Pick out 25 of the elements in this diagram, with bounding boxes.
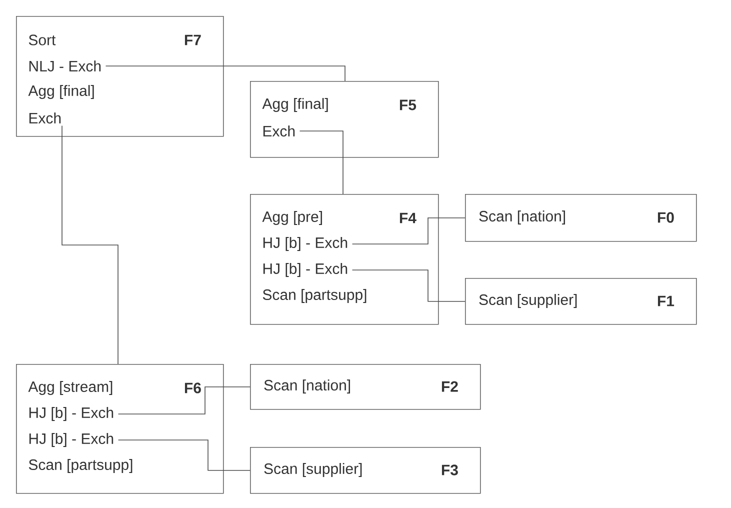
operator-text: Agg [final] <box>28 85 94 99</box>
connector-line <box>105 66 346 82</box>
connector-line <box>118 440 250 471</box>
operator-text: Exch <box>29 112 61 124</box>
operator-text: Agg [pre] <box>262 211 322 225</box>
connector-line <box>62 125 118 364</box>
operator-text: Scan [partsupp] <box>262 289 366 303</box>
operator-text: Agg [stream] <box>28 381 112 395</box>
connector-line <box>118 386 250 414</box>
fragment-box: Scan [nation] F0 <box>465 194 697 242</box>
connector-line <box>352 270 466 302</box>
connector-line <box>352 218 466 244</box>
operator-text: HJ [b] - Exch <box>263 237 348 251</box>
fragment-box: Scan [supplier] F3 <box>250 447 481 494</box>
operator-text: HJ [b] - Exch <box>29 433 114 447</box>
operator-text: Agg [final] <box>262 98 328 112</box>
connector-line <box>299 130 344 194</box>
fragment-box: Scan [nation] F2 <box>250 364 481 410</box>
operator-text: Sort <box>28 34 56 46</box>
fragment-box: Scan [supplier] F1 <box>465 278 697 325</box>
operator-text: Exch <box>263 126 295 136</box>
operator-text: HJ [b] - Exch <box>29 407 114 421</box>
operator-text: HJ [b] - Exch <box>263 263 348 277</box>
operator-text: NLJ - Exch <box>29 60 101 72</box>
operator-text: Scan [partsupp] <box>28 459 132 473</box>
